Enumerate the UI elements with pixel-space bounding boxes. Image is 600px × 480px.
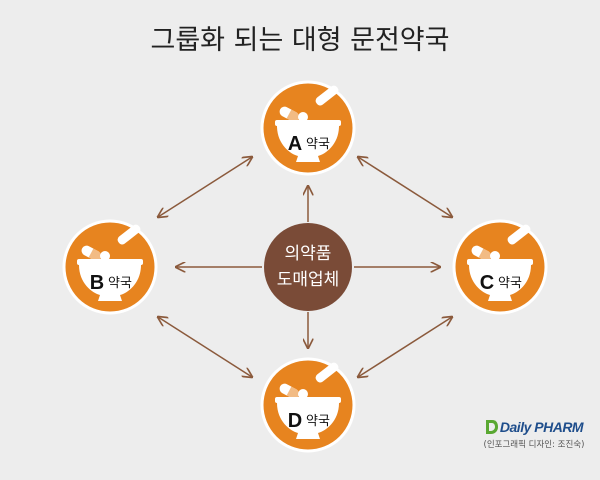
pharmacy-c-letter: C xyxy=(480,272,494,294)
page-title: 그룹화 되는 대형 문전약국 xyxy=(150,25,450,56)
wholesaler-label-line1: 의약품 xyxy=(285,244,332,264)
arrow-a-c xyxy=(358,157,452,217)
pharmacy-b-word: 약국 xyxy=(108,276,132,291)
pharmacy-d-word: 약국 xyxy=(306,414,330,429)
dailypharm-logo: Daily PHARM (인포그래픽 디자인: 조진숙) xyxy=(476,419,592,450)
logo-mark-icon xyxy=(485,420,498,434)
pharmacy-c-node: C 약국 xyxy=(452,219,548,315)
pharmacy-a-node: A 약국 xyxy=(260,80,356,176)
design-credit: (인포그래픽 디자인: 조진숙) xyxy=(483,440,585,450)
pharmacy-c-word: 약국 xyxy=(498,276,522,291)
connection-arrows xyxy=(158,157,452,377)
pharmacy-b-node: B 약국 xyxy=(62,219,158,315)
pharmacy-d-node: D 약국 xyxy=(260,357,356,453)
arrow-b-d xyxy=(158,317,252,377)
arrow-c-d xyxy=(358,317,452,377)
pharmacy-b-letter: B xyxy=(90,272,104,294)
arrow-a-b xyxy=(158,157,252,217)
logo-text: Daily PHARM xyxy=(499,419,584,435)
pharmacy-a-letter: A xyxy=(288,133,302,155)
pharmacy-a-word: 약국 xyxy=(306,137,330,152)
wholesaler-node: 의약품 도매업체 xyxy=(264,223,352,311)
wholesaler-label-line2: 도매업체 xyxy=(277,270,340,290)
pharmacy-d-letter: D xyxy=(288,410,302,432)
